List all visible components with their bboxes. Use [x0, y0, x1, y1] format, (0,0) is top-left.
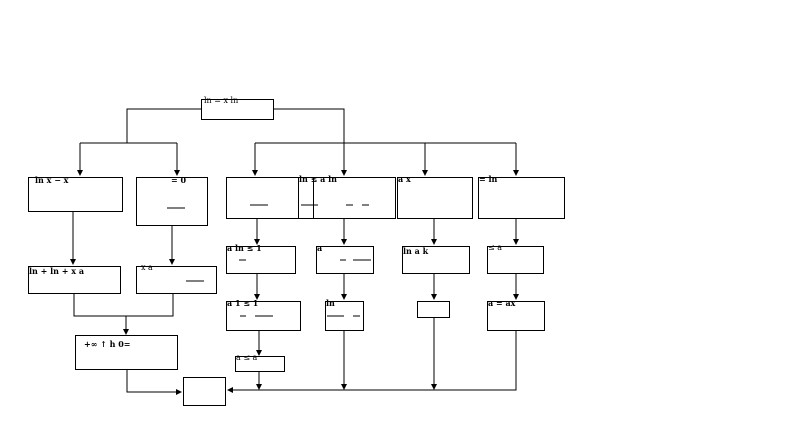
- node-right-1c: a x: [397, 174, 473, 219]
- connector-top-left: [126, 108, 202, 143]
- node-right-3d-text: a = ax: [488, 298, 516, 308]
- node-left-2a: ln + ln + x a: [28, 266, 121, 294]
- node-right-1a: [226, 177, 314, 219]
- node-right-1b-text: ln ≤ a ln: [299, 174, 337, 184]
- node-top: ln = x ln: [201, 96, 274, 120]
- node-left-3-text: +∞ ↑ h 0=: [84, 339, 131, 349]
- node-top-text: ln = x ln: [204, 96, 239, 105]
- node-right-2b-text: a: [317, 243, 323, 253]
- connector-top-right: [273, 108, 345, 143]
- node-right-2c-text: ln a k: [403, 246, 429, 256]
- node-right-2b: a: [316, 243, 374, 274]
- node-right-3d: a = ax: [487, 298, 545, 331]
- node-left-1b: = 0: [136, 175, 208, 226]
- node-right-1d: = ln: [478, 174, 565, 219]
- node-left-2b-text: x a: [141, 263, 153, 272]
- node-right-3a-text: a 1 ≤ 1: [227, 298, 259, 308]
- node-right-4a-text: a ≤ a: [236, 353, 258, 362]
- node-right-2c: ln a k: [402, 246, 470, 274]
- node-right-2d-text: ≤ a: [488, 243, 503, 252]
- node-left-1b-text: = 0: [171, 175, 187, 185]
- node-right-4a: a ≤ a: [235, 353, 285, 372]
- node-right-2d: ≤ a: [487, 243, 544, 274]
- node-right-3b: ln: [325, 298, 364, 331]
- node-right-1c-text: a x: [398, 174, 411, 184]
- node-left-1a: ln x − x: [28, 175, 123, 212]
- node-final: [183, 377, 226, 406]
- node-right-2a: a ln ≤ 1: [226, 243, 296, 274]
- node-right-2a-text: a ln ≤ 1: [227, 243, 262, 253]
- node-right-3c: [417, 301, 450, 318]
- node-right-1d-text: = ln: [479, 174, 498, 184]
- node-right-3b-text: ln: [326, 298, 335, 308]
- node-left-2a-text: ln + ln + x a: [29, 266, 84, 276]
- node-right-3a: a 1 ≤ 1: [226, 298, 301, 331]
- node-left-2b: x a: [136, 263, 217, 294]
- node-left-1a-text: ln x − x: [35, 175, 69, 185]
- node-left-3: +∞ ↑ h 0=: [75, 335, 178, 370]
- node-right-1b: ln ≤ a ln: [298, 174, 396, 219]
